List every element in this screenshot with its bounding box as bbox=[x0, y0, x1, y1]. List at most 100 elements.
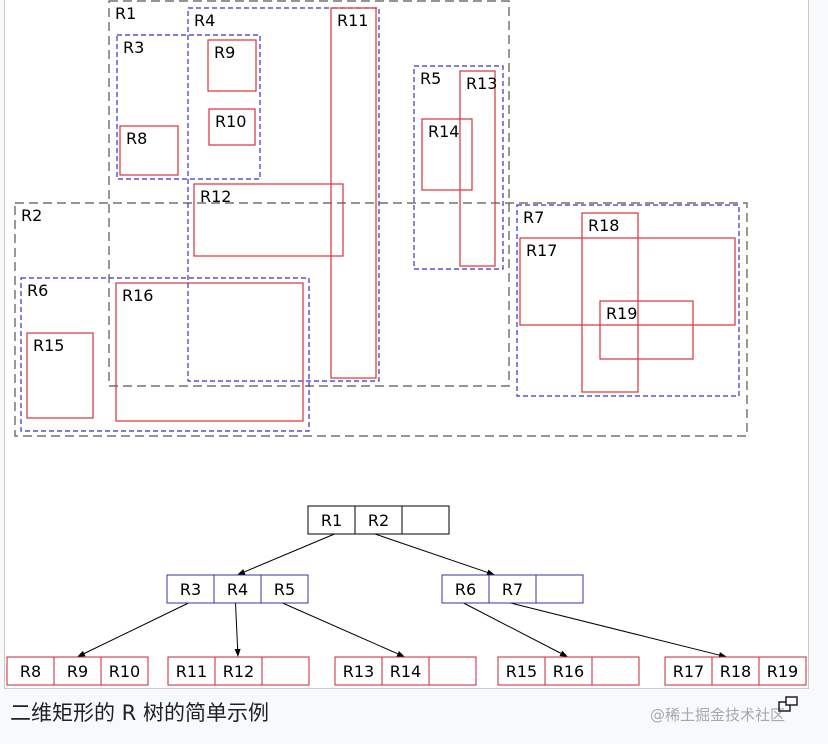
tree-leaf-node-1-entry-r10: R10 bbox=[109, 662, 140, 681]
tree-leaf-node-1: R8 R9 R10 bbox=[6, 656, 149, 686]
region-r13-box bbox=[459, 70, 496, 267]
region-r17-box bbox=[519, 237, 736, 326]
region-r10-label: R10 bbox=[215, 112, 246, 131]
region-r18-label: R18 bbox=[588, 216, 619, 235]
r-tree-diagram: R1R2R3R4R5R6R7R8R9R10R11R12R13R14R15R16R… bbox=[6, 0, 807, 686]
region-r12-label: R12 bbox=[200, 187, 231, 206]
watermark: @稀土掘金技术社区 bbox=[650, 706, 786, 724]
tree-root-node-cell bbox=[401, 505, 450, 535]
tree-leaf-node-5-cell bbox=[758, 656, 807, 686]
tree-root-node-entry-r1: R1 bbox=[321, 511, 342, 530]
tree-leaf-node-2-cell bbox=[214, 656, 263, 686]
tree-edge-internal-2-1 bbox=[463, 602, 563, 655]
region-r1-label: R1 bbox=[115, 4, 136, 23]
tree-internal-node-1-entry-r4: R4 bbox=[227, 580, 248, 599]
tree-leaf-node-4-entry-r15: R15 bbox=[506, 662, 537, 681]
region-r3-label: R3 bbox=[123, 38, 144, 57]
tree-root-node: R1 R2 bbox=[307, 505, 450, 535]
tree-leaf-node-4: R15 R16 bbox=[497, 656, 640, 686]
tree-edge-internal-1-3-arrowhead bbox=[396, 651, 405, 657]
region-r8-label: R8 bbox=[126, 129, 147, 148]
tree-leaf-node-4-entry-r16: R16 bbox=[553, 662, 584, 681]
tree-leaf-node-2-cell bbox=[167, 656, 216, 686]
region-r12-box bbox=[193, 183, 344, 257]
tree-edge-root-2 bbox=[374, 533, 490, 574]
tree-edge-internal-1-3 bbox=[282, 602, 400, 656]
region-r13-label: R13 bbox=[466, 74, 497, 93]
tree-leaf-node-5: R17 R18 R19 bbox=[664, 656, 807, 686]
tree-leaf-node-1-cell bbox=[100, 656, 149, 686]
tree-leaf-node-3-cell bbox=[428, 656, 477, 686]
region-r8-box bbox=[119, 125, 179, 176]
region-r6-box bbox=[20, 277, 310, 432]
tree-edge-internal-1-1-arrowhead bbox=[77, 650, 86, 657]
tree-leaf-node-4-cell bbox=[497, 656, 546, 686]
tree-leaf-node-2-entry-r12: R12 bbox=[223, 662, 254, 681]
region-r6-label: R6 bbox=[27, 281, 48, 300]
region-r17-label: R17 bbox=[526, 241, 557, 260]
tree-leaf-node-4-cell bbox=[591, 656, 640, 686]
region-r9-box bbox=[207, 39, 257, 92]
region-r14-box bbox=[421, 118, 473, 191]
tree-leaf-node-2: R11 R12 bbox=[167, 656, 310, 686]
region-r2-label: R2 bbox=[21, 206, 42, 225]
tree-edge-internal-1-1 bbox=[82, 602, 189, 655]
tree-leaf-node-5-entry-r19: R19 bbox=[767, 662, 798, 681]
region-r2-box bbox=[14, 202, 748, 437]
tree-internal-node-1: R3 R4 R5 bbox=[166, 574, 309, 604]
region-r11-box bbox=[330, 7, 377, 379]
tree-edge-internal-1-2 bbox=[235, 602, 239, 652]
region-r11-label: R11 bbox=[337, 11, 368, 30]
region-r19-box bbox=[599, 300, 694, 360]
tree-leaf-node-5-entry-r18: R18 bbox=[720, 662, 751, 681]
region-r5-label: R5 bbox=[420, 69, 441, 88]
region-r15-box bbox=[26, 332, 94, 419]
tree-leaf-node-1-entry-r8: R8 bbox=[20, 662, 41, 681]
tree-leaf-node-4-cell bbox=[544, 656, 593, 686]
tree-leaf-node-1-cell bbox=[53, 656, 102, 686]
tree-edge-root-1 bbox=[242, 533, 335, 574]
region-r7-box bbox=[516, 204, 740, 397]
tree-leaf-node-3-entry-r13: R13 bbox=[343, 662, 374, 681]
tree-leaf-node-2-cell bbox=[261, 656, 310, 686]
tree-leaf-node-3-cell bbox=[381, 656, 430, 686]
region-r16-box bbox=[115, 282, 304, 422]
region-r14-label: R14 bbox=[428, 122, 459, 141]
tree-internal-node-2-cell bbox=[535, 574, 584, 604]
region-r16-label: R16 bbox=[122, 286, 153, 305]
region-r4-label: R4 bbox=[194, 11, 215, 30]
tree-leaf-node-3-entry-r14: R14 bbox=[390, 662, 421, 681]
region-r18-box bbox=[581, 212, 639, 393]
tree-leaf-node-5-entry-r17: R17 bbox=[673, 662, 704, 681]
tree-internal-node-2-cell bbox=[441, 574, 490, 604]
region-r9-label: R9 bbox=[214, 43, 235, 62]
region-r4-box bbox=[187, 7, 380, 382]
tree-internal-node-2-entry-r6: R6 bbox=[455, 580, 476, 599]
tree-internal-node-1-cell bbox=[260, 574, 309, 604]
region-r10-box bbox=[208, 108, 256, 146]
figure-caption: 二维矩形的 R 树的简单示例 bbox=[10, 701, 269, 725]
tree-leaf-node-5-cell bbox=[664, 656, 713, 686]
tree-edge-root-2-arrowhead bbox=[486, 569, 495, 576]
tree-leaf-node-1-entry-r9: R9 bbox=[67, 662, 88, 681]
region-r19-label: R19 bbox=[606, 304, 637, 323]
tree-internal-node-2-cell bbox=[488, 574, 537, 604]
tree-leaf-node-3: R13 R14 bbox=[334, 656, 477, 686]
tree-edge-internal-2-2 bbox=[510, 602, 722, 657]
tree-edge-root-1-arrowhead bbox=[237, 569, 246, 575]
tree-internal-node-1-entry-r3: R3 bbox=[180, 580, 201, 599]
tree-edge-internal-2-1-arrowhead bbox=[559, 650, 568, 657]
region-r5-box bbox=[413, 65, 504, 270]
tree-internal-node-1-entry-r5: R5 bbox=[274, 580, 295, 599]
tree-root-node-entry-r2: R2 bbox=[368, 511, 389, 530]
tree-leaf-node-2-entry-r11: R11 bbox=[176, 662, 207, 681]
tree-internal-node-2-entry-r7: R7 bbox=[502, 580, 523, 599]
region-r15-label: R15 bbox=[33, 336, 64, 355]
tree-edge-internal-1-2-arrowhead bbox=[234, 648, 241, 657]
tree-leaf-node-3-cell bbox=[334, 656, 383, 686]
region-r7-label: R7 bbox=[523, 208, 544, 227]
tree-internal-node-2: R6 R7 bbox=[441, 574, 584, 604]
enlarge-icon[interactable] bbox=[778, 695, 800, 713]
